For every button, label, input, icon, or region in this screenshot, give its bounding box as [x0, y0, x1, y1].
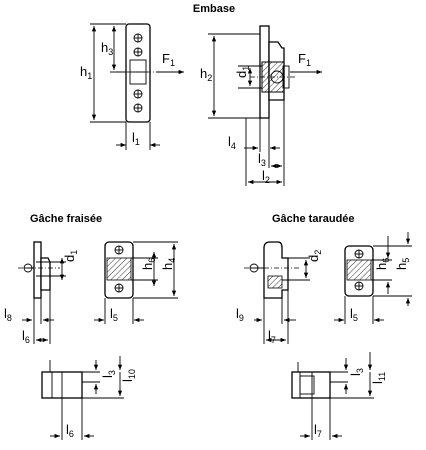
label-l8: l8 — [4, 306, 12, 323]
label-h6-fraisee: h6 — [140, 258, 157, 270]
svg-text:h4: h4 — [160, 258, 177, 270]
svg-text:l3: l3 — [258, 151, 266, 168]
screw-icon — [114, 283, 124, 293]
label-h5: h5 — [394, 258, 411, 270]
label-h4: h4 — [160, 258, 177, 270]
label-l1: l1 — [132, 130, 140, 147]
embase-side-section — [208, 25, 322, 186]
svg-text:l6: l6 — [22, 328, 30, 345]
label-l9: l9 — [236, 306, 244, 323]
label-d2: d2 — [306, 250, 323, 262]
screw-icon — [354, 281, 364, 291]
svg-text:l7: l7 — [268, 328, 276, 345]
svg-text:h6: h6 — [374, 258, 391, 270]
label-l2: l2 — [262, 168, 270, 185]
svg-text:l3: l3 — [100, 370, 117, 378]
svg-text:l5: l5 — [350, 306, 358, 323]
svg-text:l2: l2 — [262, 168, 270, 185]
screw-icon — [133, 33, 143, 43]
svg-text:l10: l10 — [120, 369, 137, 382]
label-l5-fraisee: l5 — [110, 306, 118, 323]
title-gache-fraisee: Gâche fraisée — [30, 213, 102, 225]
svg-text:l9: l9 — [236, 306, 244, 323]
gache-taraudee-front-view — [334, 232, 412, 324]
screw-icon — [114, 245, 124, 255]
label-h3: h3 — [101, 40, 113, 57]
svg-text:F1: F1 — [298, 51, 311, 68]
svg-text:d1: d1 — [234, 66, 251, 78]
screw-icon — [133, 47, 143, 57]
svg-text:d1: d1 — [62, 250, 79, 262]
label-F1-front: F1 — [162, 51, 175, 68]
svg-text:h5: h5 — [394, 258, 411, 270]
label-l4: l4 — [228, 134, 236, 151]
gache-fraisee-side-view — [18, 241, 66, 344]
gache-fraisee-bottom-view — [41, 356, 124, 440]
label-l11: l11 — [370, 372, 387, 384]
label-d1-embase: d1 — [234, 66, 251, 78]
svg-text:h2: h2 — [200, 66, 212, 83]
gache-fraisee-front-view — [94, 241, 178, 324]
gache-taraudee-side-view — [244, 241, 310, 344]
label-l7-side: l7 — [268, 328, 276, 345]
svg-text:h3: h3 — [101, 40, 113, 57]
svg-text:l6: l6 — [66, 422, 74, 439]
embase-front-view — [90, 23, 184, 150]
label-l6-side: l6 — [22, 328, 30, 345]
screw-icon — [133, 103, 143, 113]
label-h6-taraudee: h6 — [374, 258, 391, 270]
label-l7-bottom: l7 — [314, 422, 322, 439]
svg-text:l8: l8 — [4, 306, 12, 323]
label-l6-bottom: l6 — [66, 422, 74, 439]
label-l3-taraudee: l3 — [348, 368, 365, 376]
gache-taraudee-bottom-view — [291, 352, 374, 440]
svg-text:h6: h6 — [140, 258, 157, 270]
svg-text:l7: l7 — [314, 422, 322, 439]
label-l3-embase: l3 — [258, 151, 266, 168]
svg-text:l3: l3 — [348, 368, 365, 376]
svg-text:F1: F1 — [162, 51, 175, 68]
svg-text:l4: l4 — [228, 134, 236, 151]
label-h2: h2 — [200, 66, 212, 83]
svg-text:d2: d2 — [306, 250, 323, 262]
svg-text:l11: l11 — [370, 372, 387, 384]
label-h1: h1 — [80, 64, 92, 81]
label-d1-fraisee: d1 — [62, 250, 79, 262]
label-l3-fraisee: l3 — [100, 370, 117, 378]
svg-text:l5: l5 — [110, 306, 118, 323]
svg-text:h1: h1 — [80, 64, 92, 81]
title-gache-taraudee: Gâche taraudée — [272, 213, 355, 225]
label-l10: l10 — [120, 369, 137, 382]
title-embase: Embase — [193, 3, 235, 15]
svg-text:l1: l1 — [132, 130, 140, 147]
screw-icon — [133, 89, 143, 99]
label-l5-taraudee: l5 — [350, 306, 358, 323]
screw-icon — [354, 249, 364, 259]
label-F1-side: F1 — [298, 51, 311, 68]
